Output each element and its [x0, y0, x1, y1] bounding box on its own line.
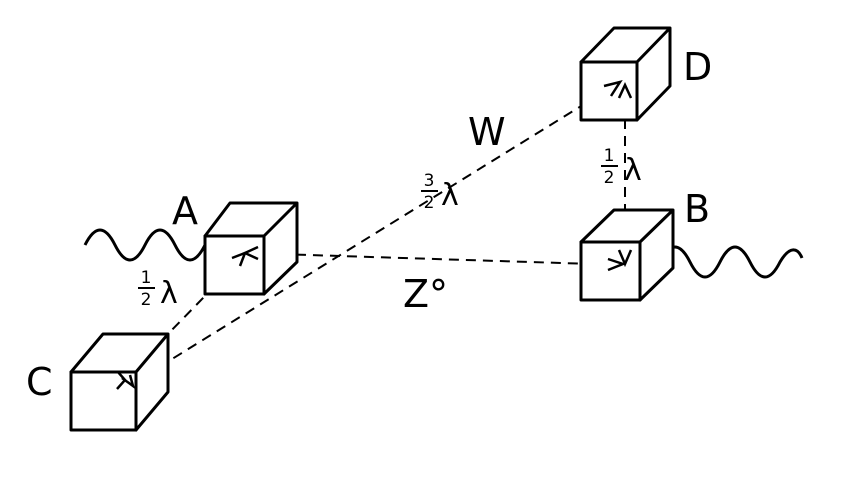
distance-bd-lambda: λ	[624, 153, 642, 188]
label-b: B	[684, 187, 710, 231]
label-z: Z°	[403, 272, 448, 316]
distance-aw: 3 2 λ	[421, 171, 459, 213]
arrowhead-d	[603, 80, 633, 99]
distance-aw-numerator: 3	[424, 171, 435, 191]
distance-ac: 1 2 λ	[138, 268, 178, 311]
distance-ac-numerator: 1	[141, 268, 152, 288]
distance-bd: 1 2 λ	[601, 146, 642, 188]
dash-a-b	[244, 252, 626, 266]
label-a: A	[172, 189, 198, 233]
arrowhead-a-from-b	[242, 245, 259, 261]
wave-b	[658, 245, 804, 279]
cube-a	[203, 201, 299, 296]
label-c: C	[26, 360, 53, 404]
cube-c	[69, 332, 170, 432]
wave-a	[83, 228, 207, 262]
dash-c-d	[129, 81, 621, 386]
distance-ac-lambda: λ	[160, 276, 178, 311]
distance-bd-denominator: 2	[604, 168, 615, 188]
distance-ac-denominator: 2	[141, 290, 152, 310]
label-w: W	[468, 110, 506, 154]
arrowhead-b	[607, 249, 633, 272]
label-d: D	[683, 45, 712, 89]
distance-bd-numerator: 1	[604, 146, 615, 166]
distance-aw-lambda: λ	[441, 178, 459, 213]
arrowhead-c	[116, 371, 136, 390]
distance-aw-denominator: 2	[424, 193, 435, 213]
cube-b	[579, 208, 675, 302]
cube-d	[579, 26, 672, 122]
